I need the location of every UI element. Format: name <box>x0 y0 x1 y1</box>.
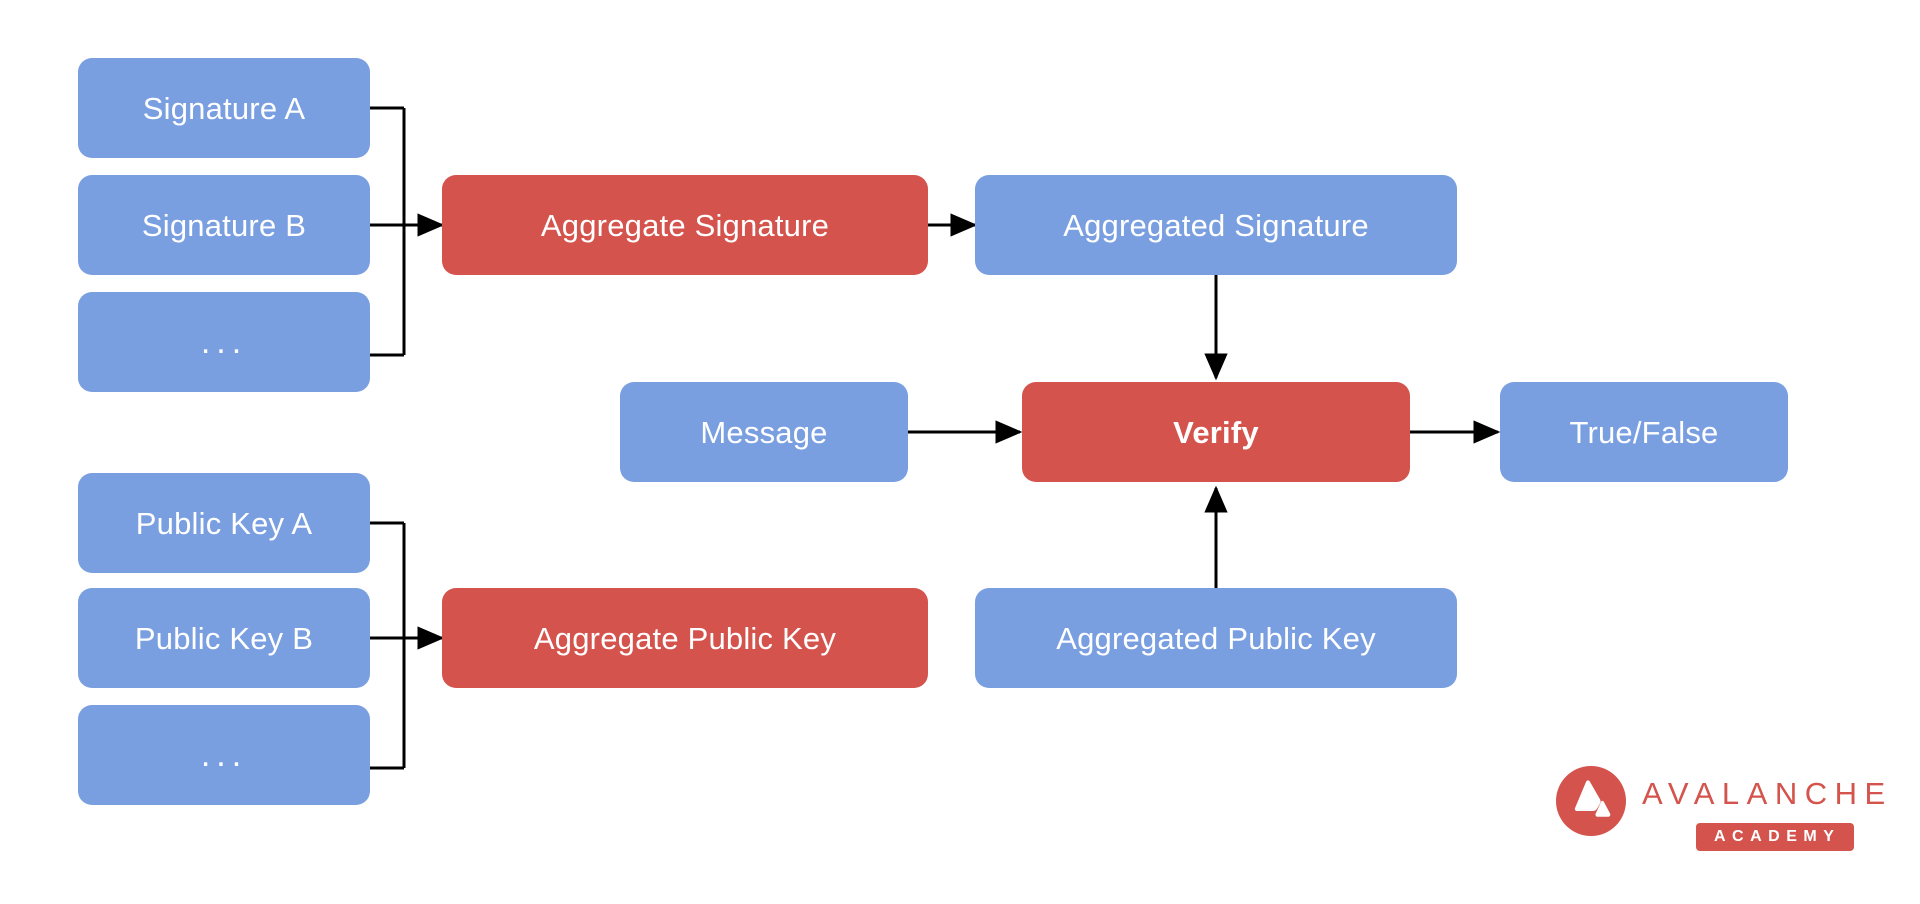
node-aggregate-public-key-label: Aggregate Public Key <box>533 620 837 656</box>
node-aggregate-public-key[interactable]: Aggregate Public Key <box>442 588 928 688</box>
node-message[interactable]: Message <box>620 382 908 482</box>
node-aggregated-public-key-label: Aggregated Public Key <box>1056 620 1376 656</box>
node-public-key-a-label: Public Key A <box>135 505 313 541</box>
node-aggregate-signature-label: Aggregate Signature <box>540 207 830 243</box>
node-signature-more-label: ... <box>200 323 248 361</box>
node-aggregated-public-key[interactable]: Aggregated Public Key <box>975 588 1457 688</box>
node-result[interactable]: True/False <box>1500 382 1788 482</box>
logo-wordmark: AVALANCHE <box>1642 776 1893 811</box>
avalanche-logo-icon <box>1556 766 1626 836</box>
node-aggregated-signature[interactable]: Aggregated Signature <box>975 175 1457 275</box>
node-public-key-b[interactable]: Public Key B <box>78 588 370 688</box>
node-public-key-more[interactable]: ... <box>78 705 370 805</box>
logo-academy-badge: ACADEMY <box>1696 823 1855 851</box>
node-public-key-a[interactable]: Public Key A <box>78 473 370 573</box>
signature-bracket-connector <box>370 106 406 357</box>
node-verify[interactable]: Verify <box>1022 382 1410 482</box>
node-signature-b[interactable]: Signature B <box>78 175 370 275</box>
node-signature-b-label: Signature B <box>141 207 307 243</box>
node-aggregated-signature-label: Aggregated Signature <box>1063 207 1369 243</box>
node-signature-a-label: Signature A <box>142 90 306 126</box>
avalanche-academy-logo: AVALANCHE ACADEMY <box>1556 766 1886 860</box>
node-signature-more[interactable]: ... <box>78 292 370 392</box>
node-public-key-more-label: ... <box>200 736 248 774</box>
public-key-bracket-connector <box>370 521 406 770</box>
node-signature-a[interactable]: Signature A <box>78 58 370 158</box>
node-message-label: Message <box>700 414 828 450</box>
node-public-key-b-label: Public Key B <box>134 620 314 656</box>
node-result-label: True/False <box>1569 414 1719 450</box>
node-aggregate-signature[interactable]: Aggregate Signature <box>442 175 928 275</box>
node-verify-label: Verify <box>1173 414 1259 450</box>
